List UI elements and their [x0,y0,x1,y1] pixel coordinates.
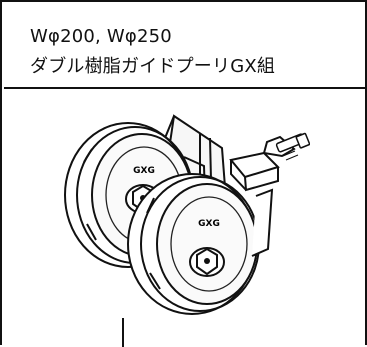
title-divider [4,87,367,89]
adjuster-bolt [275,132,310,161]
lower-bracket-edge [251,188,274,257]
right-wheel-logo: GXG [198,219,220,229]
left-wheel-logo: GXG [133,166,155,176]
double-pulley-illustration: GXG GXG [64,114,310,315]
title-block: Wφ200, Wφ250 ダブル樹脂ガイドプーリGX組 [30,22,275,82]
right-pulley-wheel: GXG [127,173,260,315]
product-name-title: ダブル樹脂ガイドプーリGX組 [30,56,276,77]
bottom-divider-line [122,318,124,347]
product-size-title: Wφ200, Wφ250 [30,26,172,47]
